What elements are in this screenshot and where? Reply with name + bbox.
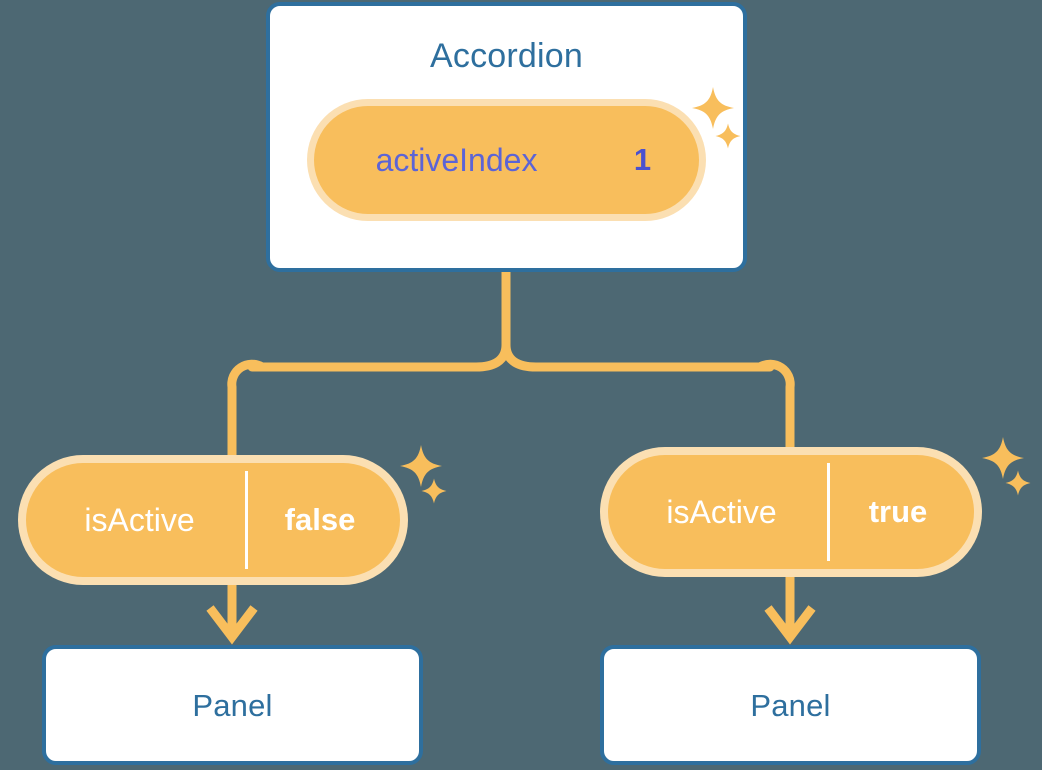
connector-fork-right <box>501 340 775 372</box>
isactive-true-pill-value: true <box>868 494 928 529</box>
sparkle-left-small-icon <box>421 478 447 504</box>
arrow-head-right-icon <box>764 605 816 645</box>
accordion-title: Accordion <box>430 37 583 75</box>
state-pill-isactive-true[interactable]: isActive true <box>616 463 966 561</box>
panel-right-title: Panel <box>750 687 831 723</box>
state-pill-activeindex[interactable]: activeIndex 1 <box>322 114 691 206</box>
sparkle-right-small-icon <box>1005 470 1031 496</box>
connector-fork-left <box>247 340 511 372</box>
activeindex-pill-key: activeIndex <box>322 114 594 206</box>
isactive-false-pill-value: false <box>284 502 356 537</box>
connector-branch-left <box>227 359 265 462</box>
activeindex-pill-ring <box>314 106 699 214</box>
panel-left-title: Panel <box>192 687 273 723</box>
panel-card-left[interactable]: Panel <box>42 645 423 765</box>
isactive-true-pill-key: isActive <box>616 463 830 561</box>
isactive-true-pill-ring <box>608 455 974 569</box>
activeindex-pill-value: 1 <box>633 142 652 177</box>
connector-branch-right <box>757 359 795 452</box>
sparkle-left-large-icon <box>400 445 442 487</box>
arrow-head-left-icon <box>206 605 258 645</box>
sparkle-right-large-icon <box>982 437 1024 479</box>
state-pill-isactive-false[interactable]: isActive false <box>34 471 392 569</box>
panel-card-right[interactable]: Panel <box>600 645 981 765</box>
isactive-false-pill-ring <box>26 463 400 577</box>
isactive-false-pill-key: isActive <box>34 471 248 569</box>
